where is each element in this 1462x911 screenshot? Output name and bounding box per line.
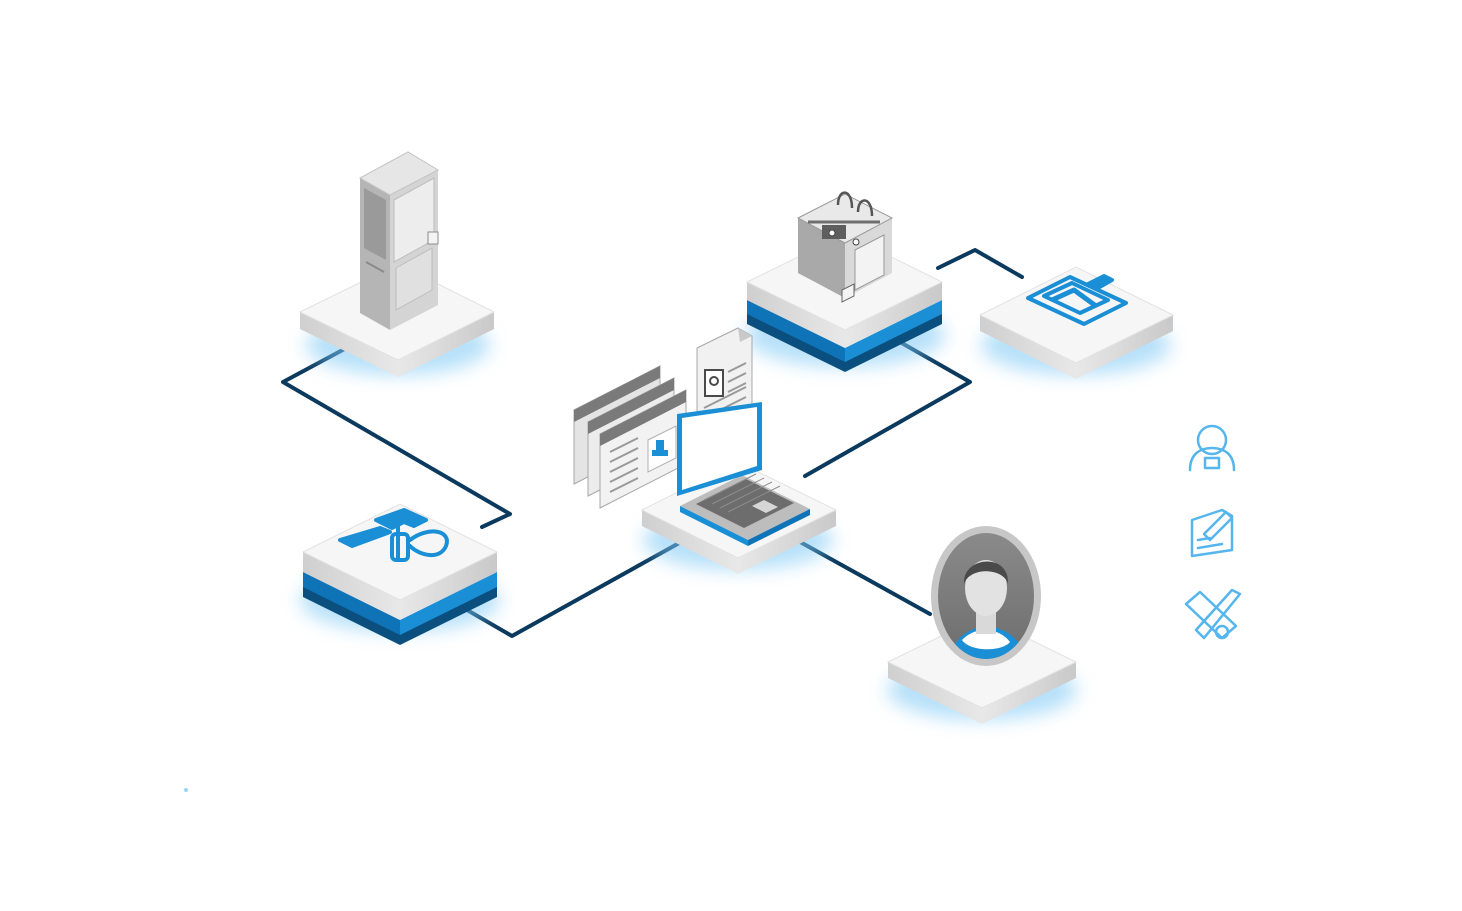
stray-dot	[184, 788, 188, 792]
laptop-icon	[677, 402, 810, 546]
tools-thumbnail-icon	[652, 440, 668, 456]
connector-cabinet-to-tools	[281, 344, 512, 529]
wrench-screwdriver-icon	[338, 508, 449, 562]
pencil-on-paper-icon	[1026, 274, 1128, 326]
connector-laptop-to-printer	[803, 340, 972, 478]
browser-windows-stack	[573, 365, 687, 509]
platform-user-profile[interactable]	[886, 526, 1078, 724]
user-outline-icon	[1188, 424, 1236, 472]
tall-cabinet-machine-icon	[358, 151, 440, 330]
3d-printer-icon	[796, 191, 894, 303]
user-avatar-icon	[931, 526, 1041, 666]
platform-design-document[interactable]	[978, 266, 1175, 379]
legend-icons	[1184, 424, 1242, 640]
platform-manufacturing-cabinet[interactable]	[298, 151, 496, 377]
platform-3d-printer[interactable]	[745, 191, 945, 372]
platform-maintenance-tools[interactable]	[300, 503, 500, 645]
tools-outline-icon	[1184, 588, 1242, 640]
platform-central-laptop[interactable]	[640, 402, 838, 574]
edit-document-outline-icon	[1190, 508, 1234, 558]
connector-printer-to-design	[936, 248, 1024, 279]
